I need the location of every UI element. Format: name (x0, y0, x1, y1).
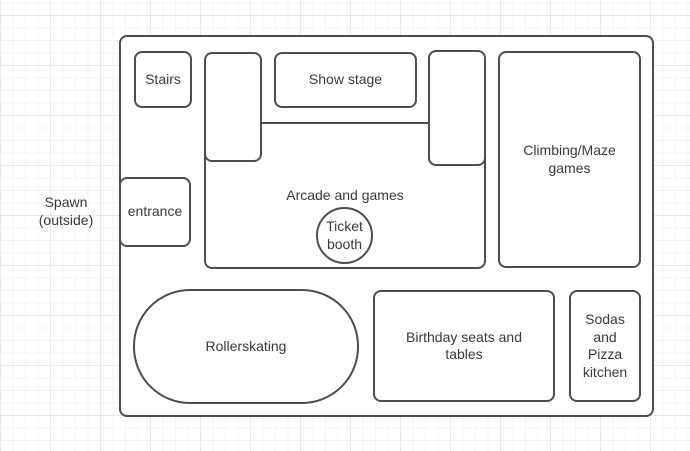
stairs-label: Stairs (145, 70, 181, 87)
show-stage-label: Show stage (308, 71, 383, 88)
climbing-maze-label: Climbing/Maze games (523, 142, 616, 176)
ticket-booth-circle[interactable]: Ticket booth (316, 207, 373, 264)
show-stage-room[interactable]: Show stage (274, 52, 417, 108)
entrance-room[interactable]: entrance (119, 177, 191, 247)
climbing-maze-room[interactable]: Climbing/Maze games (498, 51, 641, 268)
rollerskating-rink[interactable]: Rollerskating (133, 289, 359, 404)
birthday-seats-room[interactable]: Birthday seats and tables (373, 290, 555, 402)
unlabeled-box-right[interactable] (428, 50, 486, 166)
sodas-pizza-kitchen-label: Sodas and Pizza kitchen (582, 311, 628, 380)
ticket-booth-label: Ticket booth (326, 218, 363, 252)
arcade-label: Arcade and games (286, 186, 404, 203)
rollerskating-label: Rollerskating (205, 337, 287, 354)
sodas-pizza-kitchen-room[interactable]: Sodas and Pizza kitchen (569, 290, 641, 402)
entrance-label: entrance (127, 203, 183, 220)
stairs-room[interactable]: Stairs (134, 51, 192, 108)
spawn-outside-label: Spawn (outside) (38, 194, 94, 229)
birthday-seats-label: Birthday seats and tables (406, 328, 522, 363)
unlabeled-box-left[interactable] (204, 52, 262, 162)
